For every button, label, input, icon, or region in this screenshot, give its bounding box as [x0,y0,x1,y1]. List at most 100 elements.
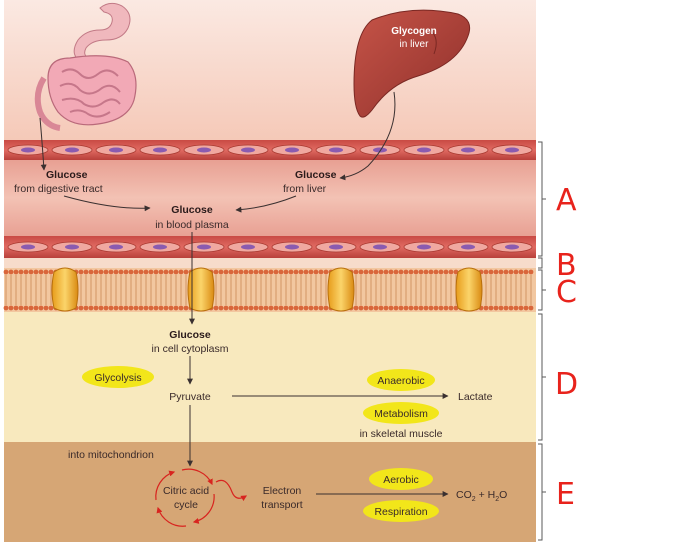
phospholipid-head [438,269,444,275]
arrow-cycle-to-electron-transport [215,479,248,502]
phospholipid-head [353,269,359,275]
phospholipid-head [273,305,279,311]
phospholipid-head [498,269,504,275]
phospholipid-head [123,305,129,311]
phospholipid-head [308,269,314,275]
phospholipid-head [218,305,224,311]
electron-label: Electron [263,485,302,497]
phospholipid-head [423,269,429,275]
phospholipid-head [503,269,509,275]
glucose-digestive-sub: from digestive tract [14,183,103,195]
phospholipid-head [258,269,264,275]
glycolysis-highlight [82,366,154,388]
phospholipid-head [268,269,274,275]
cell-nucleus [329,244,343,250]
phospholipid-head [148,305,154,311]
phospholipid-head [143,269,149,275]
phospholipid-head [183,305,189,311]
phospholipid-head [438,305,444,311]
arrow-digestive-to-blood [39,117,47,171]
phospholipid-head [283,269,289,275]
aerobic-label: Aerobic [383,474,419,486]
glucose-cytoplasm-title: Glucose [169,329,211,341]
phospholipid-head [393,305,399,311]
phospholipid-head [168,269,174,275]
phospholipid-head [13,269,19,275]
phospholipid-head [233,269,239,275]
phospholipid-head [528,305,534,311]
phospholipid-head [273,269,279,275]
phospholipid-head [93,305,99,311]
cell-nucleus [373,244,387,250]
phospholipid-head [453,269,459,275]
cell-nucleus [285,147,299,153]
phospholipid-head [513,305,519,311]
phospholipid-head [523,269,529,275]
phospholipid-head [283,305,289,311]
phospholipid-head [433,305,439,311]
phospholipid-head [363,305,369,311]
liver-illustration [353,9,471,118]
phospholipid-head [8,269,14,275]
phospholipid-head [508,305,514,311]
phospholipid-head [388,305,394,311]
annotation-brackets [538,141,546,541]
anaerobic-label: Anaerobic [377,375,424,387]
glucose-liver-sub: from liver [283,183,327,195]
glucose-transporter-channel [455,267,483,312]
phospholipid-head [138,305,144,311]
phospholipid-head [503,305,509,311]
into-mitochondrion-label: into mitochondrion [68,449,154,461]
phospholipid-head [213,269,219,275]
phospholipid-head [423,305,429,311]
arrow-liver-to-plasma [235,195,297,213]
phospholipid-head [88,305,94,311]
phospholipid-head [258,305,264,311]
phospholipid-head [313,269,319,275]
phospholipid-head [248,305,254,311]
phospholipid-head [38,269,44,275]
glucose-digestive-title: Glucose [46,169,88,181]
phospholipid-head [373,269,379,275]
glucose-transporter-channel [51,267,79,312]
phospholipid-head [163,269,169,275]
anaerobic-highlight [367,369,435,391]
phospholipid-head [288,269,294,275]
cell-nucleus [285,244,299,250]
annotation-A: A [556,183,577,218]
cell-nucleus [329,147,343,153]
phospholipid-head [118,269,124,275]
annotation-C: C [556,275,577,310]
phospholipid-head [313,305,319,311]
phospholipid-head [143,305,149,311]
phospholipid-head [433,269,439,275]
phospholipid-head [248,269,254,275]
phospholipid-head [278,269,284,275]
phospholipid-head [178,269,184,275]
phospholipid-head [303,269,309,275]
phospholipid-head [488,305,494,311]
phospholipid-head [518,269,524,275]
phospholipid-head [368,305,374,311]
blood-vessel [4,140,536,258]
phospholipid-head [428,305,434,311]
metabolism-label: Metabolism [374,408,428,420]
phospholipid-head [413,269,419,275]
cell-nucleus [417,147,431,153]
phospholipid-head [223,305,229,311]
phospholipid-head [443,305,449,311]
phospholipid-head [453,305,459,311]
metabolism-highlight [363,402,439,424]
phospholipid-head [278,305,284,311]
phospholipid-head [253,269,259,275]
phospholipid-head [158,305,164,311]
phospholipid-head [238,305,244,311]
cell-nucleus [197,147,211,153]
phospholipid-head [28,305,34,311]
phospholipid-head [448,305,454,311]
phospholipid-head [388,269,394,275]
phospholipid-head [493,305,499,311]
phospholipid-head [408,305,414,311]
phospholipid-head [418,305,424,311]
phospholipid-head [23,269,29,275]
